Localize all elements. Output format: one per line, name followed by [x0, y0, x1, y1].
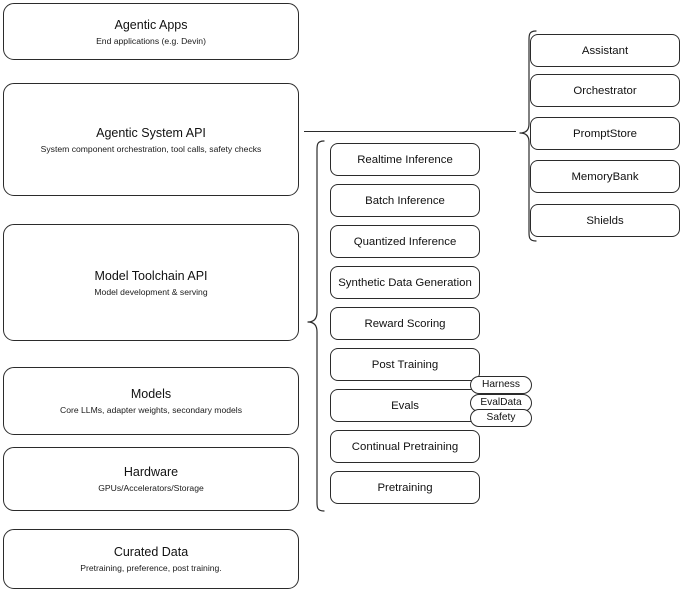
layer-subtitle: Core LLMs, adapter weights, secondary mo… [60, 405, 242, 415]
capability-reward-scoring[interactable]: Reward Scoring [330, 307, 480, 340]
layer-title: Agentic System API [96, 125, 206, 140]
component-label: Shields [586, 214, 624, 227]
capability-evals[interactable]: Evals [330, 389, 480, 422]
capability-label: Reward Scoring [364, 317, 446, 330]
capability-quantized-inference[interactable]: Quantized Inference [330, 225, 480, 258]
layer-curated-data[interactable]: Curated Data Pretraining, preference, po… [3, 529, 299, 589]
component-memorybank[interactable]: MemoryBank [530, 160, 680, 193]
capability-realtime-inference[interactable]: Realtime Inference [330, 143, 480, 176]
capability-label: Pretraining [377, 481, 433, 494]
capability-post-training[interactable]: Post Training [330, 348, 480, 381]
capability-label: Realtime Inference [357, 153, 453, 166]
component-orchestrator[interactable]: Orchestrator [530, 74, 680, 107]
evals-badge-harness[interactable]: Harness [470, 376, 532, 394]
layer-title: Agentic Apps [114, 17, 188, 32]
component-assistant[interactable]: Assistant [530, 34, 680, 67]
layer-subtitle: End applications (e.g. Devin) [96, 35, 206, 46]
layer-models[interactable]: Models Core LLMs, adapter weights, secon… [3, 367, 299, 435]
evals-badge-safety[interactable]: Safety [470, 409, 532, 427]
layer-agentic-system-api[interactable]: Agentic System API System component orch… [3, 83, 299, 196]
system-components-brace [519, 30, 537, 242]
component-promptstore[interactable]: PromptStore [530, 117, 680, 150]
layer-subtitle: System component orchestration, tool cal… [40, 143, 262, 154]
component-label: MemoryBank [571, 170, 639, 183]
capability-label: Synthetic Data Generation [338, 276, 472, 289]
capability-synthetic-data-generation[interactable]: Synthetic Data Generation [330, 266, 480, 299]
capability-label: Quantized Inference [353, 235, 457, 248]
component-label: PromptStore [573, 127, 637, 140]
capability-batch-inference[interactable]: Batch Inference [330, 184, 480, 217]
layer-title: Model Toolchain API [94, 268, 208, 283]
component-shields[interactable]: Shields [530, 204, 680, 237]
capability-label: Batch Inference [365, 194, 445, 207]
layer-title: Hardware [123, 465, 179, 479]
toolchain-brace [307, 140, 325, 512]
component-label: Assistant [581, 44, 629, 57]
capability-label: Evals [391, 399, 419, 412]
layer-title: Models [130, 387, 172, 401]
layer-model-toolchain-api[interactable]: Model Toolchain API Model development & … [3, 224, 299, 341]
layer-subtitle: Model development & serving [94, 286, 208, 297]
capability-continual-pretraining[interactable]: Continual Pretraining [330, 430, 480, 463]
capability-pretraining[interactable]: Pretraining [330, 471, 480, 504]
layer-hardware[interactable]: Hardware GPUs/Accelerators/Storage [3, 447, 299, 511]
layer-subtitle: GPUs/Accelerators/Storage [98, 483, 204, 493]
layer-agentic-apps[interactable]: Agentic Apps End applications (e.g. Devi… [3, 3, 299, 60]
connector-line-system-api [304, 131, 516, 133]
layer-title: Curated Data [113, 545, 189, 559]
component-label: Orchestrator [573, 84, 637, 97]
capability-label: Continual Pretraining [351, 440, 459, 453]
capability-label: Post Training [371, 358, 439, 371]
layer-subtitle: Pretraining, preference, post training. [80, 563, 222, 573]
